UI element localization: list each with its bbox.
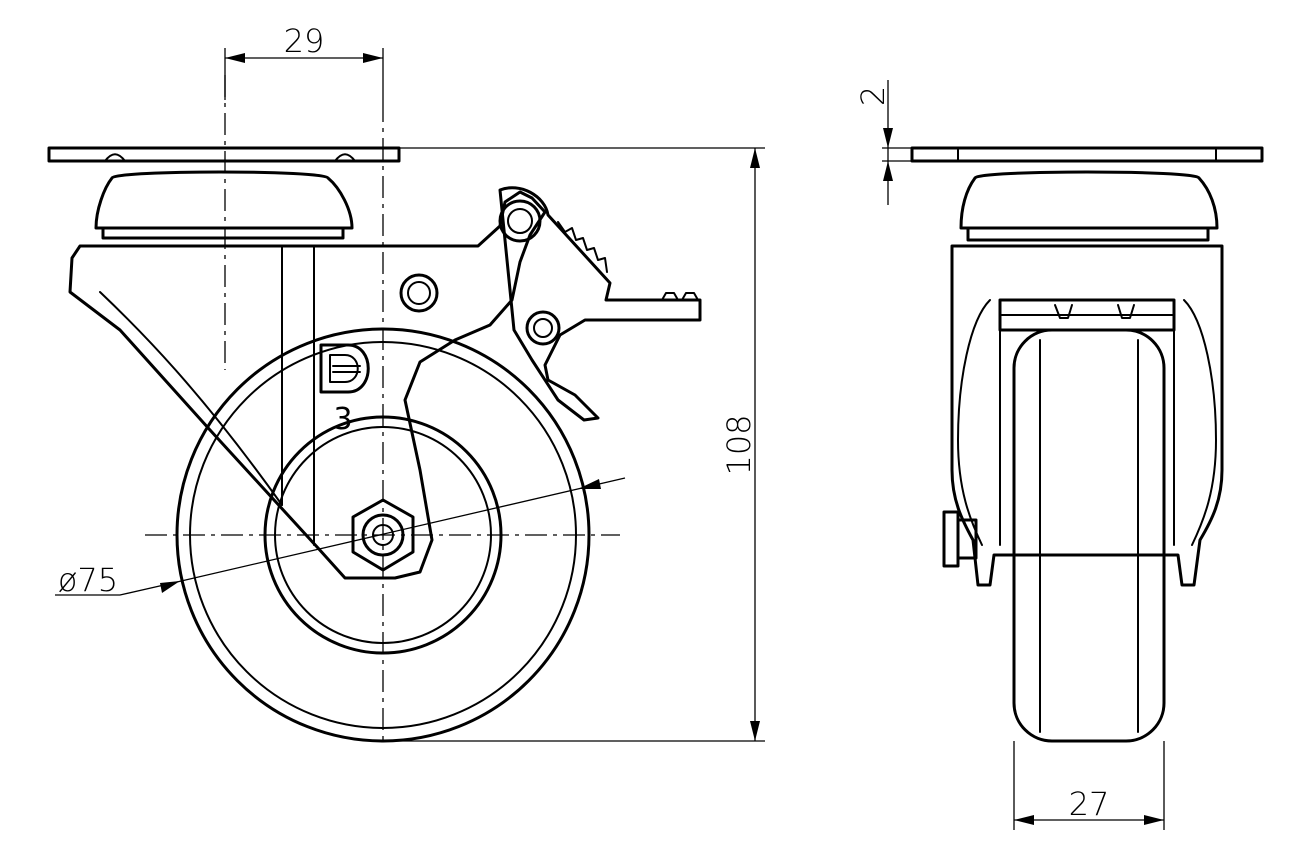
front-top-plate: [910, 146, 1264, 163]
front-wheel: [1012, 328, 1166, 743]
dim-108-label: 108: [720, 414, 758, 475]
side-top-plate: [47, 146, 401, 163]
dim-diameter-label: ø75: [58, 561, 118, 599]
side-fork: [68, 190, 547, 580]
side-rivet: [399, 273, 439, 313]
side-swivel-dome: [94, 170, 354, 230]
side-view: 3: [47, 75, 702, 745]
dim-29-label: 29: [284, 22, 325, 60]
side-dimensions: 29 108 ø75: [55, 22, 765, 742]
side-brake-lever: [498, 186, 702, 422]
front-view: [910, 146, 1264, 743]
front-dimensions: 2 27: [854, 80, 1165, 830]
front-swivel-dome: [959, 170, 1219, 230]
front-fork: [950, 244, 1224, 587]
front-axle-nut: [942, 510, 960, 568]
dim-27-label: 27: [1069, 785, 1110, 823]
dim-2-label: 2: [854, 86, 892, 106]
logo-icon: [319, 343, 370, 394]
wheel-mark-text: 3: [333, 402, 352, 437]
